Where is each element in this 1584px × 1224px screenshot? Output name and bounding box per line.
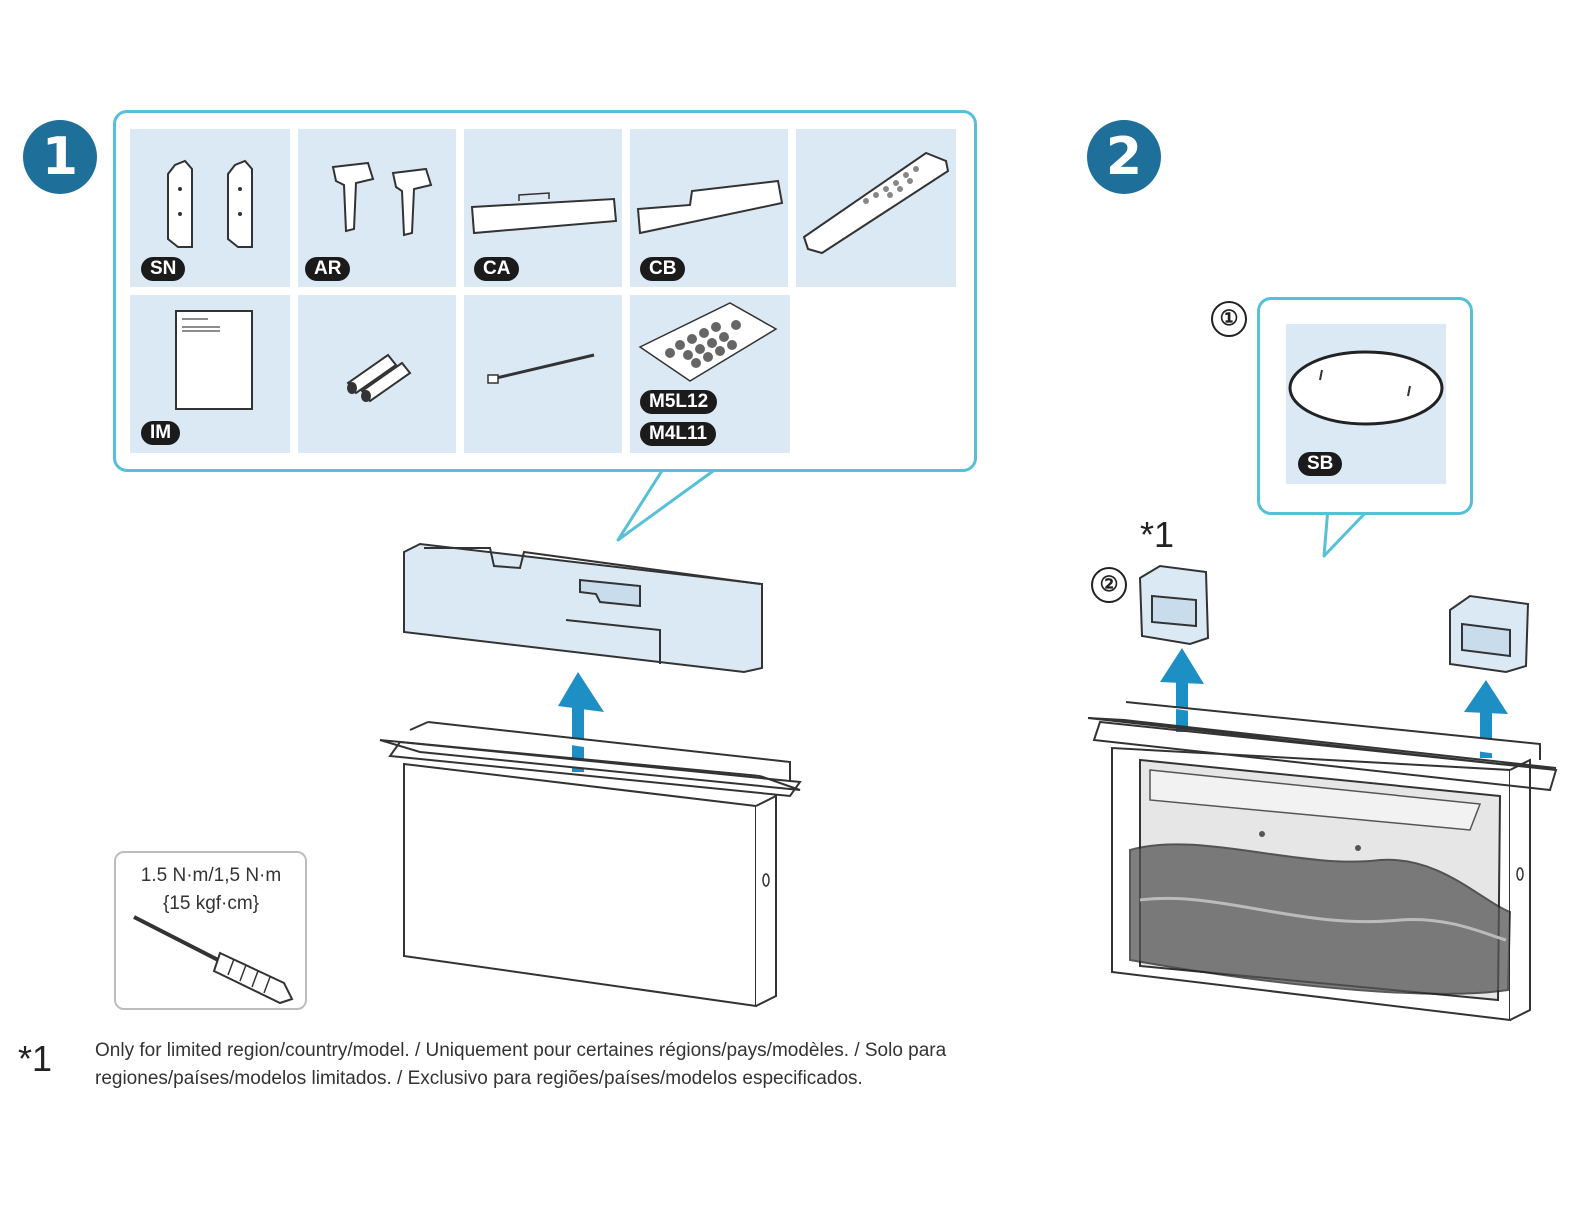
footnote-line-2: regiones/países/modelos limitados. / Exc…: [95, 1068, 1195, 1090]
footnote-line-1: Only for limited region/country/model. /…: [95, 1040, 1195, 1062]
footnote-marker: *1: [18, 1038, 52, 1080]
